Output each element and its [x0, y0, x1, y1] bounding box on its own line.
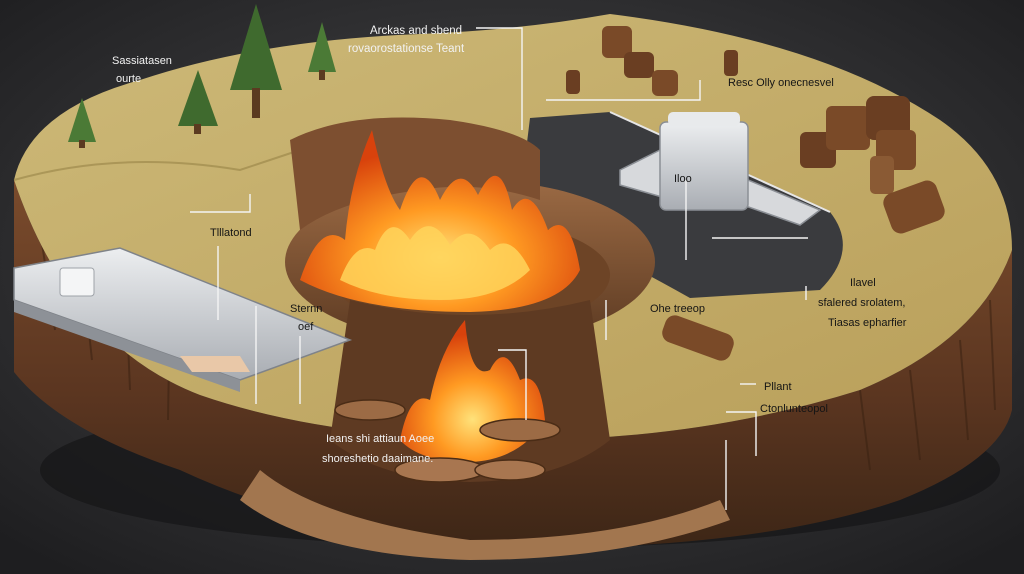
- trees: [68, 4, 336, 148]
- label-bottom-2: shoreshetio daaimane.: [322, 453, 433, 465]
- label-top-left-1: Sassiatasen: [112, 55, 172, 67]
- leader-lines: [190, 27, 808, 510]
- label-center-right: Ohe treeop: [650, 303, 705, 315]
- metal-tray: [13, 247, 353, 392]
- tree: [308, 22, 336, 80]
- tree: [68, 98, 96, 148]
- soil-cross-section: [14, 180, 1012, 548]
- label-right-mid-2: sfalered srolatem,: [818, 297, 905, 309]
- tree: [178, 70, 218, 134]
- label-right-mid-3: Tiasas epharfier: [828, 317, 907, 329]
- label-top-center-2: rovaorostationse Teant: [348, 43, 465, 55]
- label-right-top: Resc Olly onecnesvel: [728, 77, 834, 89]
- concrete-structure: [619, 112, 822, 226]
- burning-logs: [334, 399, 561, 483]
- label-top-center-1: Arckas and sbend: [370, 25, 462, 37]
- upper-fire: [300, 130, 580, 312]
- labels: Arckas and sbend rovaorostationse Teant …: [112, 25, 907, 465]
- ground-ridge: [13, 149, 301, 181]
- cracked-floor: [240, 470, 730, 560]
- label-left-lower-2: oef: [298, 321, 314, 333]
- tree: [230, 4, 282, 118]
- label-left-mid: Tlllatond: [210, 227, 252, 239]
- label-right-mid-1: Ilavel: [850, 277, 876, 289]
- label-center-box: Iloo: [674, 173, 692, 185]
- label-bottom-1: Ieans shi attiaun Aoee: [326, 433, 434, 445]
- label-top-left-2: ourte: [116, 73, 141, 85]
- label-right-lower-1: Pllant: [764, 381, 792, 393]
- firewood-stacks: [566, 26, 945, 361]
- label-right-lower-2: Ctonlunteopol: [760, 403, 828, 415]
- label-left-lower-1: Sternn: [290, 303, 322, 315]
